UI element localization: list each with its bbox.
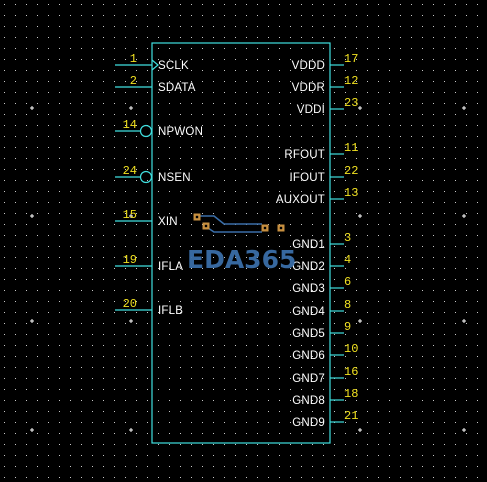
pin-name: GND6 — [292, 350, 325, 362]
grid-dots — [4, 4, 478, 478]
pin-number: 18 — [344, 387, 358, 401]
watermark-text: EDA365 — [187, 245, 296, 274]
pin-name: VDDI — [297, 104, 325, 116]
eda365-logo-icon — [193, 213, 285, 233]
grid-cross — [462, 428, 466, 432]
pin-number: 2 — [130, 74, 137, 88]
grid-cross — [129, 214, 133, 218]
grid-cross — [462, 214, 466, 218]
grid-cross — [30, 428, 34, 432]
pin-name: NSEN — [158, 172, 191, 184]
pin-number: 6 — [344, 275, 351, 289]
grid-cross — [462, 319, 466, 323]
grid-cross — [30, 106, 34, 110]
pin-name: NPWON — [158, 126, 203, 138]
pin-number: 19 — [123, 253, 137, 267]
grid-cross — [129, 319, 133, 323]
pin-name: GND4 — [292, 306, 325, 318]
grid-cross — [358, 319, 362, 323]
pin-name: GND7 — [292, 373, 325, 385]
grid-cross — [462, 106, 466, 110]
pin-number: 9 — [344, 320, 351, 334]
pin-number: 8 — [344, 298, 351, 312]
pin-number: 1 — [130, 52, 137, 66]
pin-number: 10 — [344, 342, 358, 356]
eda365-watermark: EDA365 — [187, 213, 296, 274]
pin-name: IFLB — [158, 305, 183, 317]
pin-number: 14 — [123, 118, 137, 132]
pin-number: 13 — [344, 186, 358, 200]
grid-cross — [30, 319, 34, 323]
pin-number: 11 — [344, 141, 358, 155]
pin-name: XIN — [158, 216, 178, 228]
right-pin-group: 17VDDD12VDDR23VDDI11RFOUT22IFOUT13AUXOUT… — [276, 52, 359, 429]
pin-name: VDDR — [292, 82, 325, 94]
pin-name: GND5 — [292, 328, 325, 340]
grid-cross — [30, 214, 34, 218]
pin-name: GND1 — [292, 239, 325, 251]
pin-name: GND9 — [292, 417, 325, 429]
pin-name: SCLK — [158, 60, 189, 72]
pin-number: 22 — [344, 164, 358, 178]
pin-name: IFLA — [158, 261, 183, 273]
pin-number: 12 — [344, 74, 358, 88]
pin-number: 4 — [344, 253, 351, 267]
inversion-bubble-icon — [139, 170, 153, 184]
inversion-bubble-icon — [139, 124, 153, 138]
pin-number: 23 — [344, 96, 358, 110]
pin-number: 3 — [344, 231, 351, 245]
pin-number: 15 — [123, 208, 137, 222]
pin-name: GND3 — [292, 283, 325, 295]
pin-number: 16 — [344, 365, 358, 379]
pin-name: SDATA — [158, 82, 196, 94]
pin-number: 17 — [344, 52, 358, 66]
grid-cross — [358, 214, 362, 218]
pin-name: IFOUT — [290, 172, 326, 184]
pin-number: 20 — [123, 297, 137, 311]
grid-cross — [358, 106, 362, 110]
grid-cross-marks — [30, 106, 466, 432]
pin-name: VDDD — [292, 60, 325, 72]
pin-number: 21 — [344, 409, 358, 423]
pin-number: 24 — [123, 164, 137, 178]
clock-triangle-icon — [151, 59, 159, 71]
pin-name: GND8 — [292, 395, 325, 407]
grid-cross — [129, 106, 133, 110]
grid-cross — [358, 428, 362, 432]
pin-name: AUXOUT — [276, 194, 325, 206]
pin-name: RFOUT — [284, 149, 325, 161]
grid-cross — [129, 428, 133, 432]
component-body[interactable] — [151, 42, 331, 444]
pin-name: GND2 — [292, 261, 325, 273]
